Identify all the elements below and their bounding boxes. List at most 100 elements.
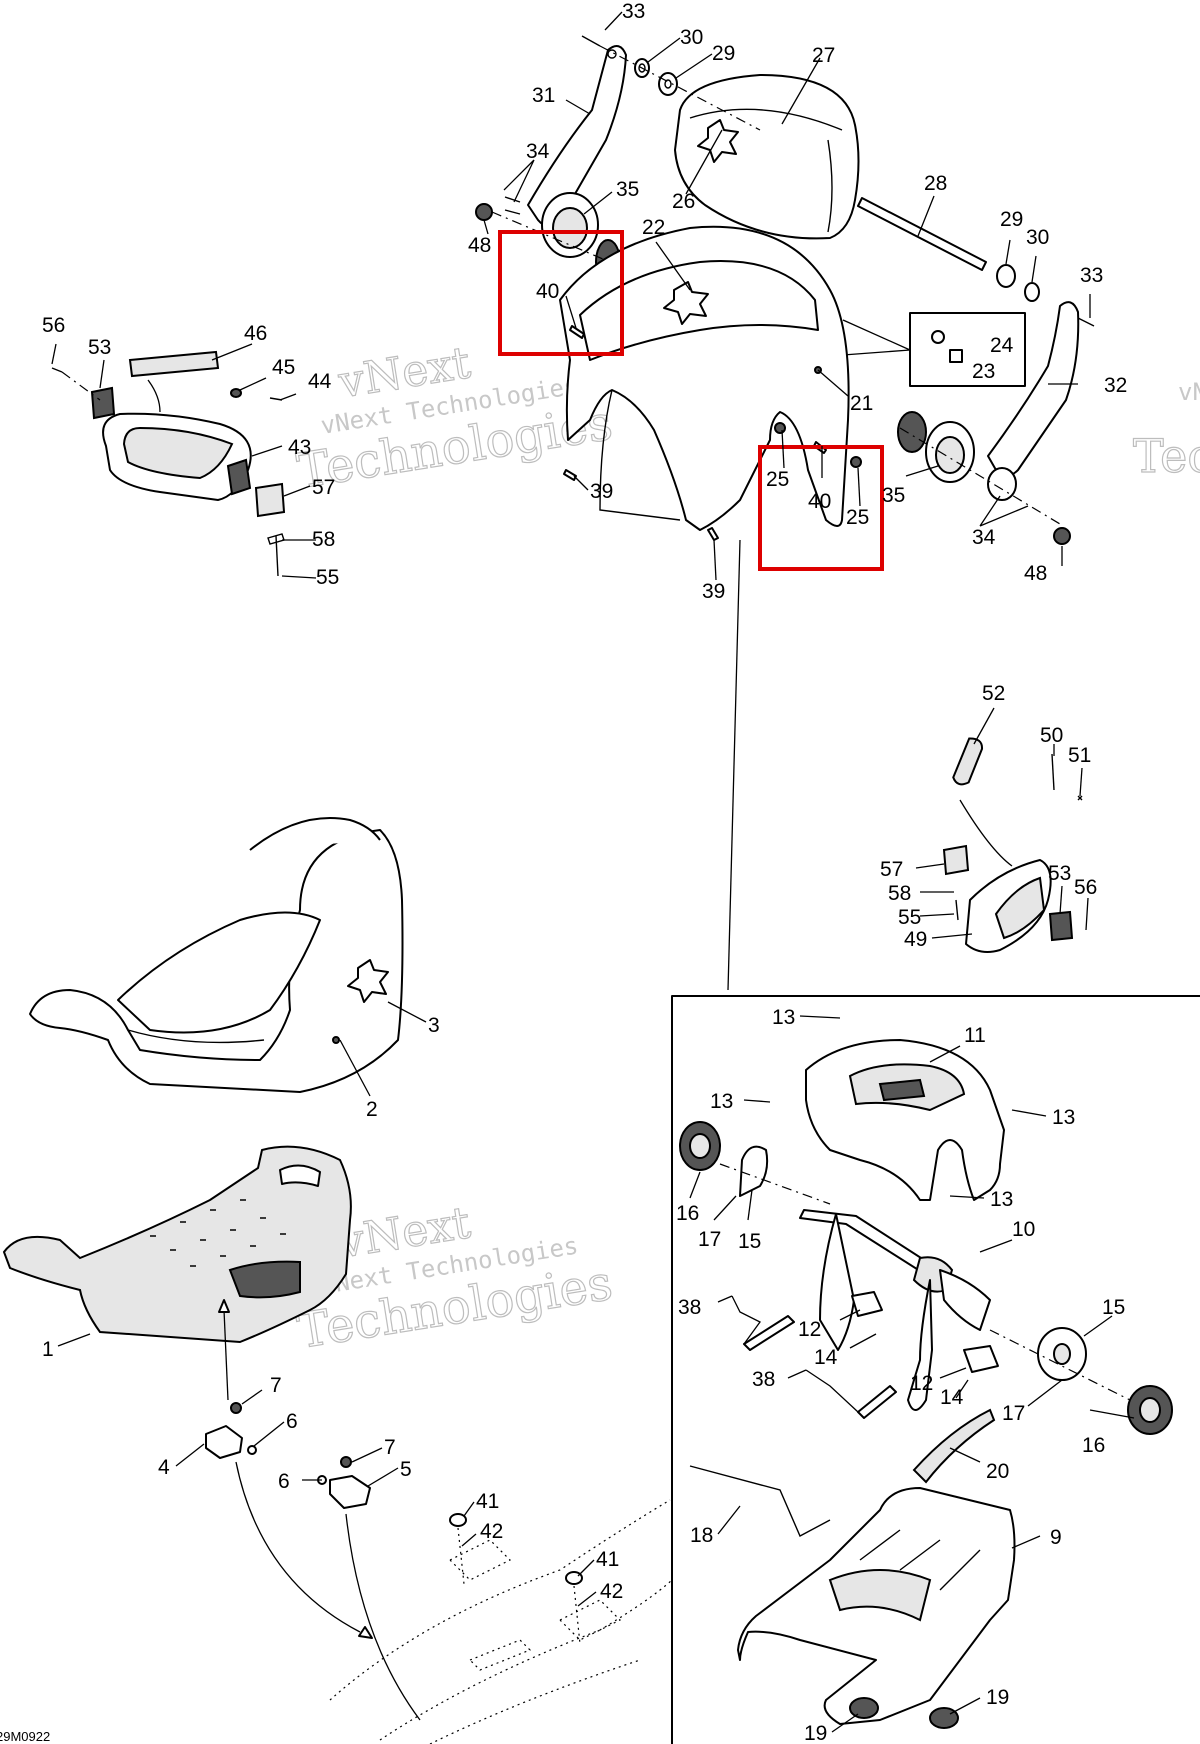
callout-17-right: 17 <box>1002 1402 1025 1425</box>
pin-55-right <box>955 899 959 921</box>
callout-41-upper: 41 <box>476 1490 499 1513</box>
callout-34-left: 34 <box>526 140 550 163</box>
callout-13-right: 13 <box>1052 1106 1075 1129</box>
rail-38-upper <box>743 1315 795 1351</box>
seat-frame-9 <box>737 1487 1016 1725</box>
pin-40-left <box>569 325 585 339</box>
callout-18: 18 <box>690 1524 713 1547</box>
callout-6-left: 6 <box>286 1410 298 1433</box>
grip-46 <box>128 350 220 378</box>
seat-upper-cushion <box>559 225 862 531</box>
callout-46: 46 <box>244 322 267 345</box>
callout-3: 3 <box>428 1014 440 1037</box>
callout-33-right: 33 <box>1080 264 1103 287</box>
callout-19-right: 19 <box>986 1686 1009 1709</box>
callout-42-lower: 42 <box>600 1580 623 1603</box>
bearing-16-right <box>1127 1385 1173 1435</box>
callout-42-upper: 42 <box>480 1520 503 1543</box>
seat-logo-icon <box>663 281 709 325</box>
stud-41-upper <box>449 1513 467 1527</box>
callout-12-right: 12 <box>910 1372 933 1395</box>
callout-12-left: 12 <box>798 1318 821 1341</box>
cap-53-left <box>90 386 116 420</box>
backrest-logo-icon <box>697 119 739 163</box>
callout-29-top: 29 <box>712 42 735 65</box>
foot-19-left <box>849 1697 879 1719</box>
bracket-4 <box>205 1425 243 1459</box>
callout-16-left: 16 <box>676 1202 699 1225</box>
washer-30-right <box>1024 282 1040 302</box>
callout-25-right: 25 <box>846 506 869 529</box>
callout-52: 52 <box>982 682 1005 705</box>
callout-31: 31 <box>532 84 555 107</box>
callout-25-left: 25 <box>766 468 789 491</box>
callout-45: 45 <box>272 356 295 379</box>
callout-17-left: 17 <box>698 1228 721 1251</box>
callout-53-right: 53 <box>1048 862 1071 885</box>
strap-20 <box>912 1408 996 1484</box>
callout-53-left: 53 <box>88 336 111 359</box>
callout-27: 27 <box>812 44 835 67</box>
clip-51 <box>1077 795 1083 801</box>
callout-22: 22 <box>642 216 665 239</box>
callout-55-left: 55 <box>316 566 339 589</box>
rod-28 <box>857 197 987 271</box>
callout-numbers: 33 30 29 27 31 34 35 26 28 48 22 29 30 3… <box>42 0 1127 1744</box>
plate-15-right <box>1037 1327 1087 1381</box>
leader-lines <box>51 11 1135 1733</box>
callout-40-right: 40 <box>808 490 831 513</box>
cap-53-right <box>1048 910 1074 942</box>
callout-39-left: 39 <box>590 480 613 503</box>
cable-18 <box>689 1465 831 1537</box>
stud-41-lower <box>565 1571 583 1585</box>
callout-13-left: 13 <box>710 1090 733 1113</box>
callout-2: 2 <box>366 1098 378 1121</box>
callout-44: 44 <box>308 370 332 393</box>
bracket-57-right <box>942 844 970 876</box>
callout-11: 11 <box>964 1024 986 1047</box>
callout-51: 51 <box>1068 744 1091 767</box>
foot-19-right <box>929 1707 959 1729</box>
shaft-assembly-10 <box>799 1209 991 1411</box>
bolt-33-right <box>1077 317 1095 327</box>
screws-34-left <box>504 196 521 215</box>
callout-29-right: 29 <box>1000 208 1023 231</box>
backrest-cushion <box>674 74 860 240</box>
handle-43 <box>102 412 252 501</box>
nut-7-right <box>340 1456 352 1468</box>
callout-32: 32 <box>1104 374 1127 397</box>
bolt-33-top <box>581 35 601 47</box>
callout-40-left: 40 <box>536 280 559 303</box>
callout-58-right: 58 <box>888 882 911 905</box>
highlight-box-part-40-left <box>498 230 624 356</box>
callout-16-right: 16 <box>1082 1434 1105 1457</box>
screw-6-left <box>247 1445 257 1455</box>
seat-assembly-logo-icon <box>347 959 389 1003</box>
callout-13-lower: 13 <box>990 1188 1013 1211</box>
nut-45 <box>230 388 242 398</box>
handle-49 <box>965 859 1052 953</box>
housing-11 <box>805 1039 1005 1201</box>
highlight-box-parts-25-40 <box>758 445 884 571</box>
callout-7-right: 7 <box>384 1436 396 1459</box>
vehicle-frame <box>329 1499 673 1744</box>
callout-1: 1 <box>42 1338 54 1361</box>
grip-52 <box>952 737 984 786</box>
callout-20: 20 <box>986 1460 1009 1483</box>
nut-7-left <box>230 1402 242 1414</box>
bearing-16-left <box>679 1121 721 1171</box>
callout-56-left: 56 <box>42 314 65 337</box>
callout-14-left: 14 <box>814 1346 838 1369</box>
callout-38-lower: 38 <box>752 1368 775 1391</box>
pin-39-right <box>707 527 719 541</box>
watermark-edge-top-tec: Tec <box>1133 429 1200 483</box>
washer-29-right <box>996 264 1016 288</box>
callout-48-right: 48 <box>1024 562 1047 585</box>
callout-50: 50 <box>1040 724 1063 747</box>
callout-49: 49 <box>904 928 927 951</box>
callout-10: 10 <box>1012 1218 1035 1241</box>
callout-26: 26 <box>672 190 695 213</box>
bracket-5 <box>329 1475 371 1509</box>
seat-assembly-2 <box>29 817 404 1093</box>
callout-57-left: 57 <box>312 476 335 499</box>
